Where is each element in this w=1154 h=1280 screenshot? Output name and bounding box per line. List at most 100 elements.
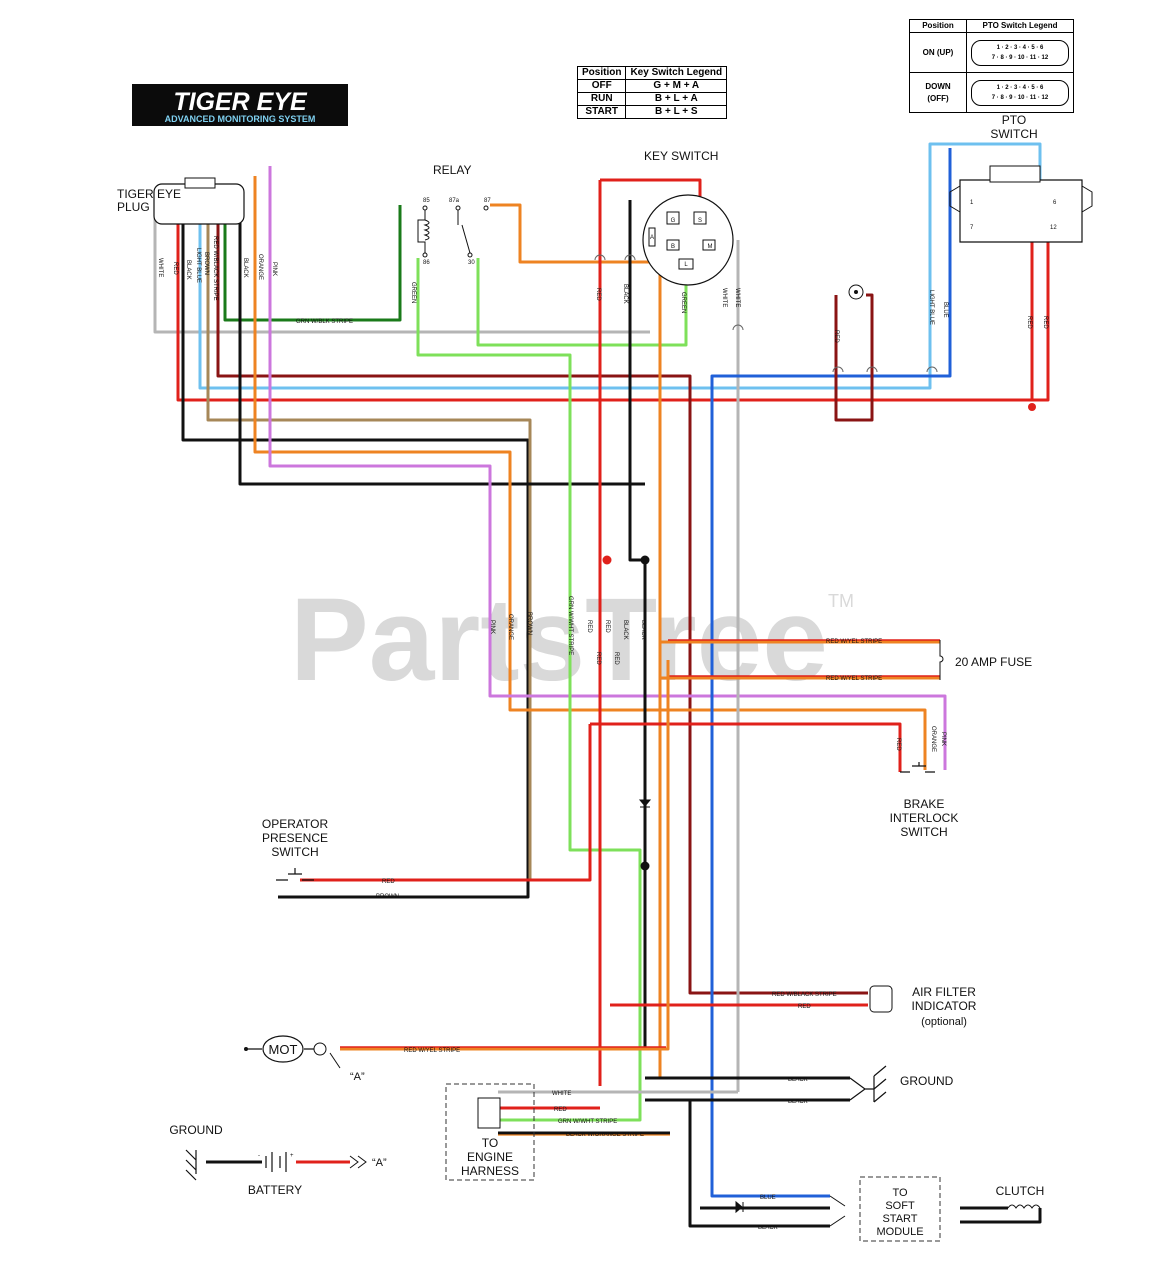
svg-text:S: S bbox=[698, 218, 702, 224]
svg-text:START: START bbox=[882, 1213, 917, 1225]
svg-text:RED: RED bbox=[595, 288, 601, 301]
fuse-wires bbox=[660, 640, 940, 680]
svg-text:PINK: PINK bbox=[489, 620, 495, 634]
svg-text:INDICATOR: INDICATOR bbox=[912, 999, 977, 1013]
pto-switch-legend: Position PTO Switch Legend ON (UP) 1 · 2… bbox=[909, 19, 1074, 113]
legend-pos: RUN bbox=[576, 92, 627, 106]
svg-text:WHITE: WHITE bbox=[552, 1091, 571, 1097]
grn-blk-wire bbox=[223, 200, 402, 322]
svg-text:LIGHT BLUE: LIGHT BLUE bbox=[928, 290, 934, 325]
svg-text:RED: RED bbox=[798, 1004, 811, 1010]
svg-text:RED: RED bbox=[554, 1107, 567, 1113]
svg-text:AIR FILTER: AIR FILTER bbox=[912, 985, 976, 999]
lamp-wire bbox=[834, 293, 874, 422]
svg-text:PRESENCE: PRESENCE bbox=[262, 831, 328, 845]
pto-legend-pos: ON (UP) bbox=[909, 32, 967, 73]
black-wire-plug bbox=[181, 200, 530, 899]
brake-interlock-switch: BRAKE INTERLOCK SWITCH bbox=[890, 762, 959, 839]
svg-text:LIGHT BLUE: LIGHT BLUE bbox=[195, 248, 201, 283]
svg-text:B: B bbox=[671, 244, 675, 250]
svg-text:RED W/YEL STRIPE: RED W/YEL STRIPE bbox=[826, 676, 882, 682]
orange-wire bbox=[253, 176, 927, 770]
pto-legend-pins-off: 1 · 2 · 3 · 4 · 5 · 6 7 · 8 · 9 · 10 · 1… bbox=[966, 72, 1074, 113]
junctions bbox=[602, 403, 1036, 871]
svg-text:RED W/YEL STRIPE: RED W/YEL STRIPE bbox=[826, 639, 882, 645]
pink-wire bbox=[268, 166, 947, 770]
svg-text:PLUG: PLUG bbox=[117, 200, 150, 214]
svg-text:G: G bbox=[671, 218, 676, 224]
svg-text:BATTERY: BATTERY bbox=[248, 1183, 302, 1197]
pto-legend-pos: DOWN (OFF) bbox=[909, 72, 967, 113]
svg-text:RED W/YEL STRIPE: RED W/YEL STRIPE bbox=[404, 1048, 460, 1054]
svg-text:20 AMP FUSE: 20 AMP FUSE bbox=[955, 655, 1032, 669]
key-switch-legend: Position Key Switch Legend OFF G + M + A… bbox=[576, 66, 728, 119]
svg-text:WHITE: WHITE bbox=[157, 258, 163, 277]
svg-text:GROUND: GROUND bbox=[900, 1074, 954, 1088]
svg-text:TIGER EYE: TIGER EYE bbox=[117, 187, 181, 201]
svg-text:RED W/BLACK STRIPE: RED W/BLACK STRIPE bbox=[772, 992, 837, 998]
svg-text:BLACK: BLACK bbox=[788, 1099, 808, 1105]
svg-text:RELAY: RELAY bbox=[433, 163, 471, 177]
tiger-eye-plug: TIGER EYE PLUG bbox=[117, 177, 245, 225]
battery: GROUND - + BATTERY “A” bbox=[169, 1123, 387, 1197]
svg-text:BROWN: BROWN bbox=[526, 612, 532, 635]
svg-text:SWITCH: SWITCH bbox=[990, 127, 1037, 141]
svg-text:ENGINE: ENGINE bbox=[467, 1150, 513, 1164]
svg-text:TO: TO bbox=[482, 1136, 498, 1150]
svg-text:GROUND: GROUND bbox=[169, 1123, 223, 1137]
svg-text:87a: 87a bbox=[449, 198, 460, 204]
red-wire-plug bbox=[176, 200, 1032, 402]
svg-text:ORANGE: ORANGE bbox=[930, 726, 936, 752]
svg-text:ORANGE: ORANGE bbox=[257, 254, 263, 280]
wire-labels: WHITE RED BLACK LIGHT BLUE BROWN RED W/B… bbox=[157, 236, 1048, 1231]
legend-header-key: Key Switch Legend bbox=[625, 66, 728, 80]
watermark-tm: TM bbox=[828, 591, 854, 611]
light-blue-wire bbox=[198, 142, 1042, 390]
svg-text:BLUE: BLUE bbox=[760, 1195, 776, 1201]
fuse: 20 AMP FUSE bbox=[939, 640, 1032, 680]
svg-text:87: 87 bbox=[484, 198, 491, 204]
legend-val: B + L + S bbox=[625, 105, 728, 119]
svg-text:7: 7 bbox=[970, 225, 974, 231]
clutch-wire bbox=[960, 1206, 1042, 1224]
pto-legend-header: PTO Switch Legend bbox=[966, 19, 1074, 33]
svg-text:BLUE: BLUE bbox=[942, 302, 948, 318]
svg-text:PINK: PINK bbox=[271, 262, 277, 276]
wire-harness bbox=[153, 142, 1050, 1228]
svg-text:RED: RED bbox=[382, 879, 395, 885]
svg-text:BLACK: BLACK bbox=[622, 620, 628, 640]
svg-text:PINK: PINK bbox=[940, 732, 946, 746]
green-relay-wire bbox=[416, 258, 642, 1122]
key-switch: KEY SWITCH G M A B L S bbox=[642, 149, 734, 286]
motor-red-yel bbox=[340, 660, 670, 1051]
svg-text:RED: RED bbox=[172, 262, 178, 275]
legend-val: B + L + A bbox=[625, 92, 728, 106]
svg-text:30: 30 bbox=[468, 260, 475, 266]
svg-text:INTERLOCK: INTERLOCK bbox=[890, 811, 959, 825]
svg-text:GRN W/WHT STRIPE: GRN W/WHT STRIPE bbox=[558, 1119, 617, 1125]
svg-text:6: 6 bbox=[1053, 200, 1057, 206]
crossover-marks bbox=[594, 254, 938, 373]
pto-switch: PTO SWITCH 1 6 7 12 bbox=[949, 113, 1093, 243]
svg-text:BLACK: BLACK bbox=[242, 258, 248, 278]
svg-text:RED: RED bbox=[1026, 316, 1032, 329]
svg-text:GRN W/BLK STRIPE: GRN W/BLK STRIPE bbox=[296, 319, 353, 325]
svg-text:SWITCH: SWITCH bbox=[900, 825, 947, 839]
operator-presence-switch: OPERATOR PRESENCE SWITCH bbox=[262, 817, 329, 881]
legend-header-position: Position bbox=[576, 66, 627, 80]
engine-harness: TO ENGINE HARNESS bbox=[445, 1083, 535, 1181]
svg-text:-: - bbox=[258, 1153, 260, 1159]
svg-text:RED: RED bbox=[895, 738, 901, 751]
svg-text:MODULE: MODULE bbox=[876, 1226, 923, 1238]
svg-text:KEY SWITCH: KEY SWITCH bbox=[644, 149, 718, 163]
svg-text:BLACK: BLACK bbox=[640, 620, 646, 640]
red-black-stripe-wire bbox=[216, 200, 868, 995]
motor-icon: MOT “A” bbox=[244, 1035, 365, 1083]
svg-text:TO: TO bbox=[892, 1187, 908, 1199]
op-red-wire bbox=[300, 724, 592, 882]
ground-right: GROUND bbox=[849, 1065, 954, 1103]
svg-text:GREEN: GREEN bbox=[410, 282, 416, 303]
svg-text:OPERATOR: OPERATOR bbox=[262, 817, 329, 831]
svg-text:BROWN: BROWN bbox=[376, 894, 399, 900]
